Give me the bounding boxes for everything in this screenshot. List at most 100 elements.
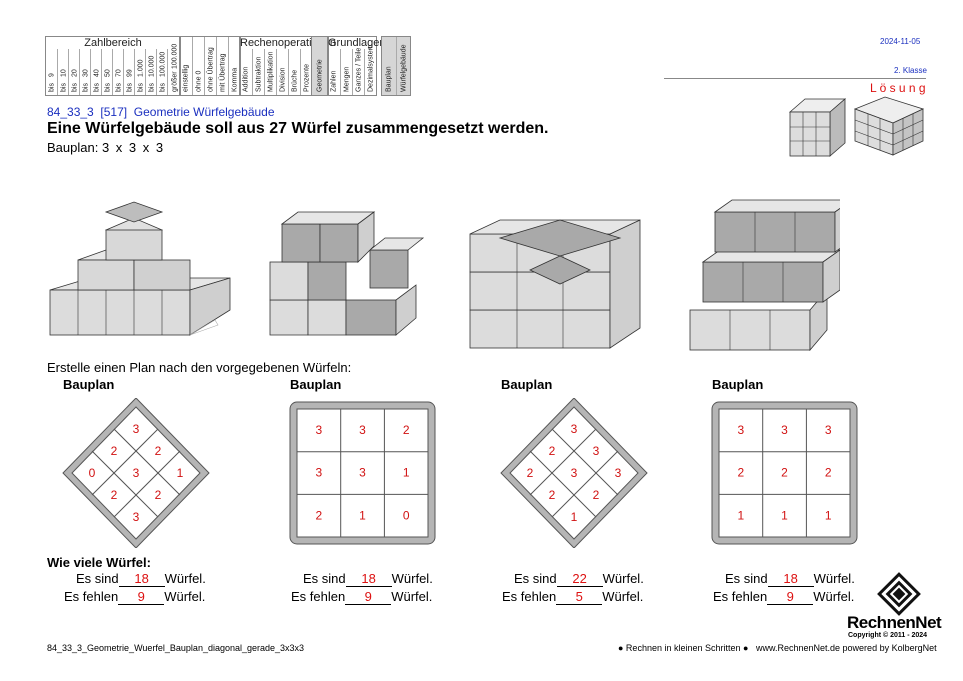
- plan-cell-value: 3: [737, 423, 744, 437]
- category-column: Zahlen: [328, 49, 340, 95]
- category-value: 10.000: [148, 55, 155, 77]
- category-column: Würfelgebäude: [396, 37, 411, 95]
- brand-name: RechnenNet: [847, 613, 942, 632]
- footer-filename: 84_33_3_Geometrie_Wuerfel_Bauplan_diagon…: [47, 643, 305, 653]
- cube-buildings: [49, 199, 840, 352]
- category-label: Komma: [231, 67, 239, 92]
- answer-suffix: Würfel.: [602, 589, 644, 604]
- category-column: ohne Übertrag: [204, 37, 217, 95]
- answer-suffix: Würfel.: [602, 571, 644, 586]
- answer-prefix: Es sind: [725, 571, 768, 586]
- plan-cell-value: 2: [155, 488, 162, 502]
- answer-prefix: Es sind: [514, 571, 557, 586]
- worksheet-topic: Geometrie Würfelgebäude: [133, 105, 275, 119]
- category-label: mit Übertrag: [219, 53, 227, 92]
- answer-prefix: Es fehlen: [291, 589, 346, 604]
- category-column: einstellig: [180, 37, 192, 95]
- category-column: ohne 0: [192, 37, 205, 95]
- answer-value[interactable]: 9: [767, 589, 814, 605]
- answer-prefix: Es sind: [303, 571, 346, 586]
- category-column: Prozente: [300, 49, 313, 95]
- category-label: bis: [71, 83, 78, 92]
- bauplan-value: 3 x 3 x 3: [101, 140, 164, 155]
- copyright: Copyright © 2011 - 2024: [848, 632, 928, 639]
- bauplan-line: Bauplan: 3 x 3 x 3: [47, 140, 163, 155]
- answer-value[interactable]: 9: [118, 589, 165, 605]
- plan-cell-value: 3: [133, 422, 140, 436]
- answer-value[interactable]: 5: [556, 589, 603, 605]
- plan-cell-value: 2: [111, 444, 118, 458]
- page-title: Eine Würfelgebäude soll aus 27 Würfel zu…: [47, 120, 549, 137]
- answer-suffix: Würfel.: [391, 571, 433, 586]
- category-column: Ganzes / Teile: [352, 48, 365, 95]
- answer-suffix: Würfel.: [164, 589, 206, 604]
- answer-value[interactable]: 18: [767, 571, 814, 587]
- worksheet-code: 84_33_3: [47, 105, 94, 119]
- category-column: bis 20: [68, 49, 80, 95]
- header-cubes-image: [788, 96, 925, 157]
- answer-value[interactable]: 9: [345, 589, 392, 605]
- answer-prefix: Es sind: [76, 571, 119, 586]
- plan-cell-value: 1: [571, 510, 578, 524]
- category-value: 20: [71, 69, 78, 77]
- plan-title: Bauplan: [63, 377, 115, 392]
- category-column: Bauplan: [382, 37, 396, 95]
- answer-value[interactable]: 18: [345, 571, 392, 587]
- footer-site[interactable]: www.RechnenNet.de powered by KolbergNet: [756, 643, 937, 653]
- cube-building-3: [469, 219, 641, 349]
- category-column: Geometrie: [312, 37, 328, 95]
- plan-cell-value: 1: [359, 508, 366, 522]
- answer-value[interactable]: 18: [118, 571, 165, 587]
- plan-cell-value: 2: [593, 488, 600, 502]
- grade: 2. Klasse: [894, 66, 927, 75]
- instruction: Erstelle einen Plan nach den vorgegebene…: [47, 360, 352, 375]
- plan-cell-value: 3: [825, 423, 832, 437]
- plan-cell-value: 3: [571, 422, 578, 436]
- category-column: Addition: [240, 49, 252, 95]
- cube-building-2: [269, 211, 425, 336]
- plan-cell-value: 3: [615, 466, 622, 480]
- category-label: bis: [48, 83, 55, 92]
- category-label: Division: [279, 67, 287, 92]
- plan-cell-value: 3: [133, 510, 140, 524]
- plan-cell-value: 1: [177, 466, 184, 480]
- plan-cell-value: 1: [403, 466, 410, 480]
- answer-value[interactable]: 22: [556, 571, 603, 587]
- category-column: mit Übertrag: [216, 37, 229, 95]
- category-label: Prozente: [303, 63, 311, 92]
- worksheet-meta: 84_33_3 [517] Geometrie Würfelgebäude: [47, 105, 275, 119]
- plan-cell-value: 1: [737, 508, 744, 522]
- category-label: größer: [171, 71, 178, 92]
- plan-cell-value: 2: [825, 466, 832, 480]
- category-label: Dezimalsystem: [367, 44, 375, 92]
- category-label: bis: [126, 83, 133, 92]
- category-column: Subtraktion: [252, 49, 265, 95]
- answer-suffix: Würfel.: [813, 589, 855, 604]
- plan-cell-value: 1: [781, 508, 788, 522]
- answer-prefix: Es fehlen: [64, 589, 119, 604]
- category-label: bis: [159, 83, 166, 92]
- header-cube-iso: [853, 96, 925, 156]
- category-label: ohne Übertrag: [207, 47, 215, 92]
- date: 2024-11-05: [880, 37, 921, 46]
- plan-cell-value: 3: [571, 466, 578, 480]
- cube-building-4: [689, 199, 840, 352]
- solution-label: L ö s u n g: [870, 81, 926, 95]
- plan-cell-value: 2: [155, 444, 162, 458]
- plan-cell-value: 2: [111, 488, 118, 502]
